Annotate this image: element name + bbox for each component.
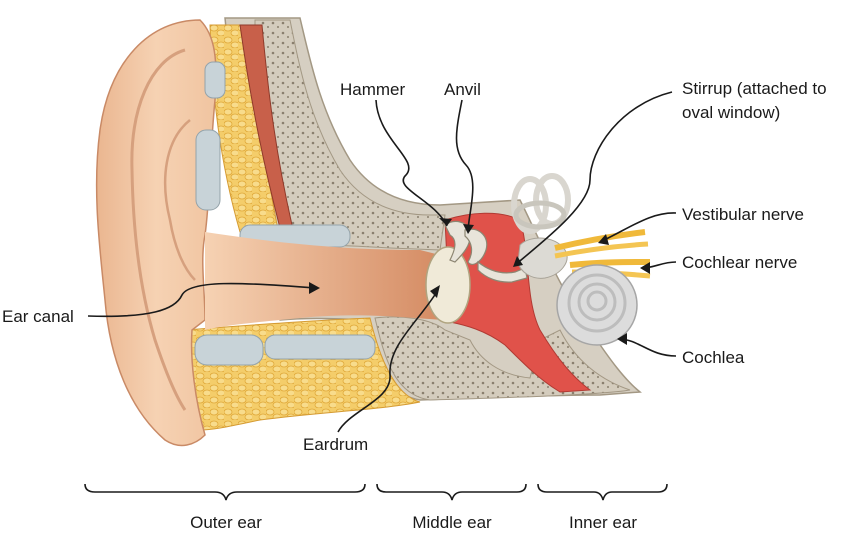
vestibular-nerve-label: Vestibular nerve (682, 205, 804, 224)
cochlea-label: Cochlea (682, 348, 745, 367)
leader-lines (87, 91, 677, 433)
outer-ear-label: Outer ear (190, 513, 262, 532)
cochlea-shape (556, 264, 638, 346)
cartilage-1 (204, 61, 226, 99)
vestibular-leader (599, 212, 677, 243)
region-braces: Outer ear Middle ear Inner ear (84, 483, 668, 532)
labels: Hammer Anvil Stirrup (attached to oval w… (2, 79, 827, 454)
vestibule (517, 237, 568, 279)
anvil-arrowhead (463, 224, 474, 234)
semicircular-canals (511, 173, 571, 234)
arrowheads (309, 218, 650, 345)
anvil-leader (455, 99, 474, 233)
cartilage-5 (264, 334, 376, 360)
eardrum-arrowhead (430, 285, 440, 298)
anvil-bone (464, 228, 488, 265)
inner-ear-label: Inner ear (569, 513, 637, 532)
outer-ear-brace (84, 483, 366, 501)
stirrup-label-line1: Stirrup (attached to (682, 79, 827, 98)
ear-canal-shape (205, 232, 445, 330)
anvil-label: Anvil (444, 80, 481, 99)
ear-canal-leader (87, 282, 316, 318)
ear-canal-label: Ear canal (2, 307, 74, 326)
cochlear-nerve-label: Cochlear nerve (682, 253, 797, 272)
hammer-bone (444, 220, 471, 263)
eardrum-shape (425, 246, 471, 324)
anatomy-illustration (95, 17, 651, 447)
vestibular-arrowhead (598, 234, 609, 245)
stirrup-arrowhead (513, 256, 523, 267)
auricle-inner-fold (164, 119, 196, 281)
hammer-label: Hammer (340, 80, 406, 99)
hammer-arrowhead (439, 218, 452, 226)
stirrup-leader (514, 91, 673, 266)
cochlea-leader (619, 338, 677, 357)
cochlea-arrowhead (617, 333, 627, 345)
inner-ear-brace (537, 483, 668, 501)
stirrup-bone (477, 260, 528, 283)
eardrum-label: Eardrum (303, 435, 368, 454)
auricle-fold (130, 48, 187, 411)
middle-ear-brace (376, 483, 527, 501)
hammer-leader (375, 99, 448, 227)
cartilage-2 (195, 129, 221, 211)
cartilage-4 (194, 334, 264, 366)
stirrup-label-line2: oval window) (682, 103, 780, 122)
cochlear-arrowhead (640, 262, 650, 274)
eardrum-leader (337, 289, 439, 433)
ear-canal-arrowhead (309, 282, 320, 294)
middle-ear-label: Middle ear (412, 513, 492, 532)
